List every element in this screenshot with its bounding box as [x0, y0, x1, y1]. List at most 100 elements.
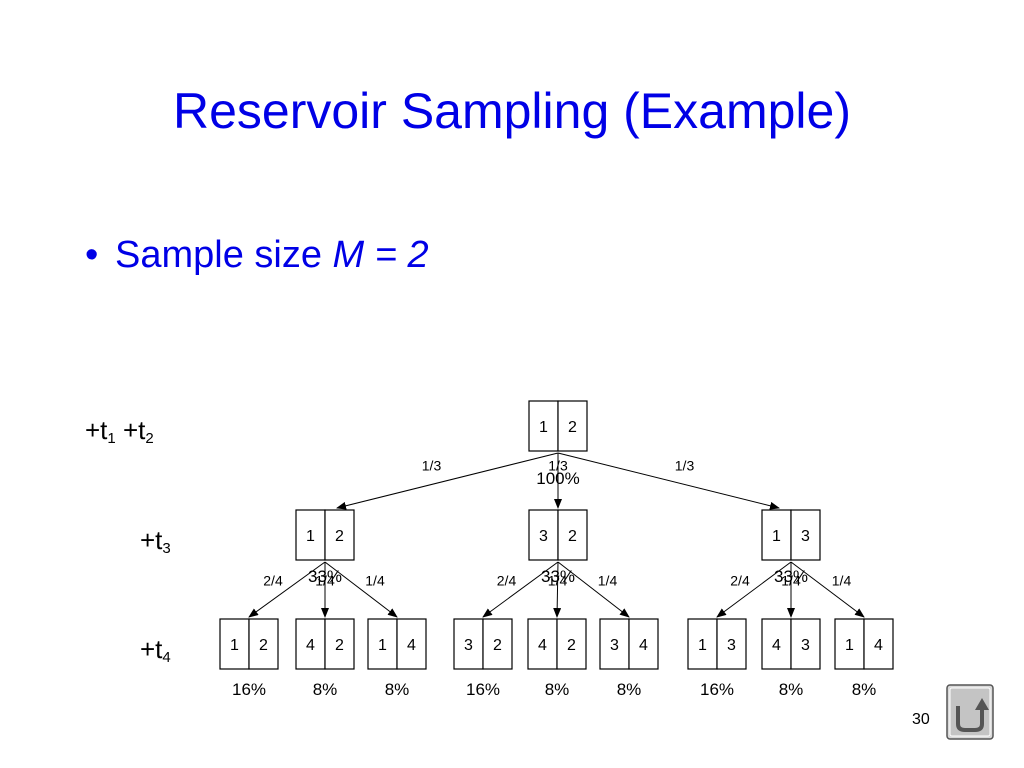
level2-node-7-cell-value-1: 3 [801, 637, 810, 654]
level2-node-4-cell-value-0: 4 [538, 637, 547, 654]
level2-node-0-cell-value-0: 1 [230, 637, 239, 654]
level1-node-0-cell-value-0: 1 [306, 528, 315, 545]
level2-percent-3: 16% [466, 680, 500, 699]
level2-node-0-cell-1 [248, 618, 279, 670]
level2-node-6-cell-0 [687, 618, 718, 670]
level2-node-3-cell-0 [453, 618, 484, 670]
row-label-t3-sub: 3 [162, 540, 171, 557]
root-node-cell-value-1: 2 [568, 419, 577, 436]
row-label-t4-text: +t [140, 634, 163, 664]
level2-prob-4: 1/4 [548, 573, 568, 589]
level2-node-3-cell-value-1: 2 [493, 637, 502, 654]
level2-node-3-cell-1 [482, 618, 513, 670]
level2-edge-3 [482, 561, 559, 618]
level2-prob-6: 2/4 [730, 573, 750, 589]
level2-node-5-cell-1 [628, 618, 659, 670]
level1-percent-0: 33% [308, 567, 342, 586]
row-label-t2-sub: 2 [145, 430, 154, 447]
level2-percent-6: 16% [700, 680, 734, 699]
level2-node-8-cell-0 [834, 618, 865, 670]
page-number: 30 [912, 711, 930, 728]
level2-node-2-cell-value-0: 1 [378, 637, 387, 654]
level1-node-1-cell-1 [557, 509, 588, 561]
level2-prob-8: 1/4 [832, 573, 852, 589]
row-label-t2-text: +t [115, 415, 146, 445]
level1-edge-2 [557, 452, 780, 510]
level2-node-7-cell-value-0: 4 [772, 637, 781, 654]
row-label-t4: +t4 [140, 634, 171, 666]
level1-node-2-cell-value-1: 3 [801, 528, 810, 545]
level2-node-5-cell-0 [599, 618, 630, 670]
level2-node-5-cell-value-1: 4 [639, 637, 648, 654]
row-label-t3-text: +t [140, 525, 163, 555]
level2-node-8-cell-value-1: 4 [874, 637, 883, 654]
level2-node-8-cell-value-0: 1 [845, 637, 854, 654]
level1-prob-0: 1/3 [422, 458, 442, 474]
level1-node-1-cell-0 [528, 509, 559, 561]
level2-node-2-cell-1 [396, 618, 427, 670]
level1-node-0-cell-0 [295, 509, 326, 561]
level1-prob-1: 1/3 [548, 458, 568, 474]
level2-percent-1: 8% [313, 680, 338, 699]
level2-prob-3: 2/4 [497, 573, 517, 589]
level2-prob-0: 2/4 [263, 573, 283, 589]
level2-edge-6 [716, 561, 792, 618]
root-node-cell-1 [557, 400, 588, 452]
level2-node-6-cell-value-1: 3 [727, 637, 736, 654]
slide-title: Reservoir Sampling (Example) [172, 83, 851, 139]
row-label-t1-sub: 1 [107, 430, 116, 447]
root-node-cell-0 [528, 400, 559, 452]
level2-node-4-cell-1 [556, 618, 587, 670]
level2-edge-2 [324, 561, 398, 618]
bullet-variable: M [332, 234, 365, 276]
level1-node-2-cell-1 [790, 509, 821, 561]
level2-percent-5: 8% [617, 680, 642, 699]
bullet-dot: • [85, 234, 99, 276]
level1-node-0-cell-1 [324, 509, 355, 561]
row-label-t4-sub: 4 [162, 649, 171, 666]
level2-prob-1: 1/4 [315, 573, 335, 589]
level1-prob-2: 1/3 [675, 458, 695, 474]
level2-edge-5 [557, 561, 630, 618]
return-arrow-icon[interactable] [946, 684, 994, 740]
level2-edge-0 [248, 561, 326, 618]
root-percent: 100% [536, 469, 579, 488]
level1-node-1-cell-value-1: 2 [568, 528, 577, 545]
level2-node-2-cell-value-1: 4 [407, 637, 416, 654]
bullet-sample-size: • Sample size M = 2 [85, 234, 429, 277]
level2-percent-2: 8% [385, 680, 410, 699]
level1-edge-0 [336, 452, 559, 510]
level2-node-6-cell-value-0: 1 [698, 637, 707, 654]
level2-node-2-cell-0 [367, 618, 398, 670]
level2-node-1-cell-value-1: 2 [335, 637, 344, 654]
bullet-equation: = 2 [364, 234, 429, 276]
level2-node-4-cell-value-1: 2 [567, 637, 576, 654]
row-label-t1-t2: +t1 +t2 [85, 415, 154, 447]
level1-node-0-cell-value-1: 2 [335, 528, 344, 545]
level2-node-1-cell-1 [324, 618, 355, 670]
level2-prob-2: 1/4 [365, 573, 385, 589]
level2-prob-7: 1/4 [781, 573, 801, 589]
level2-node-8-cell-1 [863, 618, 894, 670]
level1-percent-1: 33% [541, 567, 575, 586]
level2-node-7-cell-0 [761, 618, 792, 670]
row-label-t1-text: +t [85, 415, 108, 445]
level1-percent-2: 33% [774, 567, 808, 586]
row-label-t3: +t3 [140, 525, 171, 557]
level2-prob-5: 1/4 [598, 573, 618, 589]
level1-node-2-cell-0 [761, 509, 792, 561]
root-node-cell-value-0: 1 [539, 419, 548, 436]
bullet-text: Sample size [115, 234, 333, 276]
level2-node-6-cell-1 [716, 618, 747, 670]
